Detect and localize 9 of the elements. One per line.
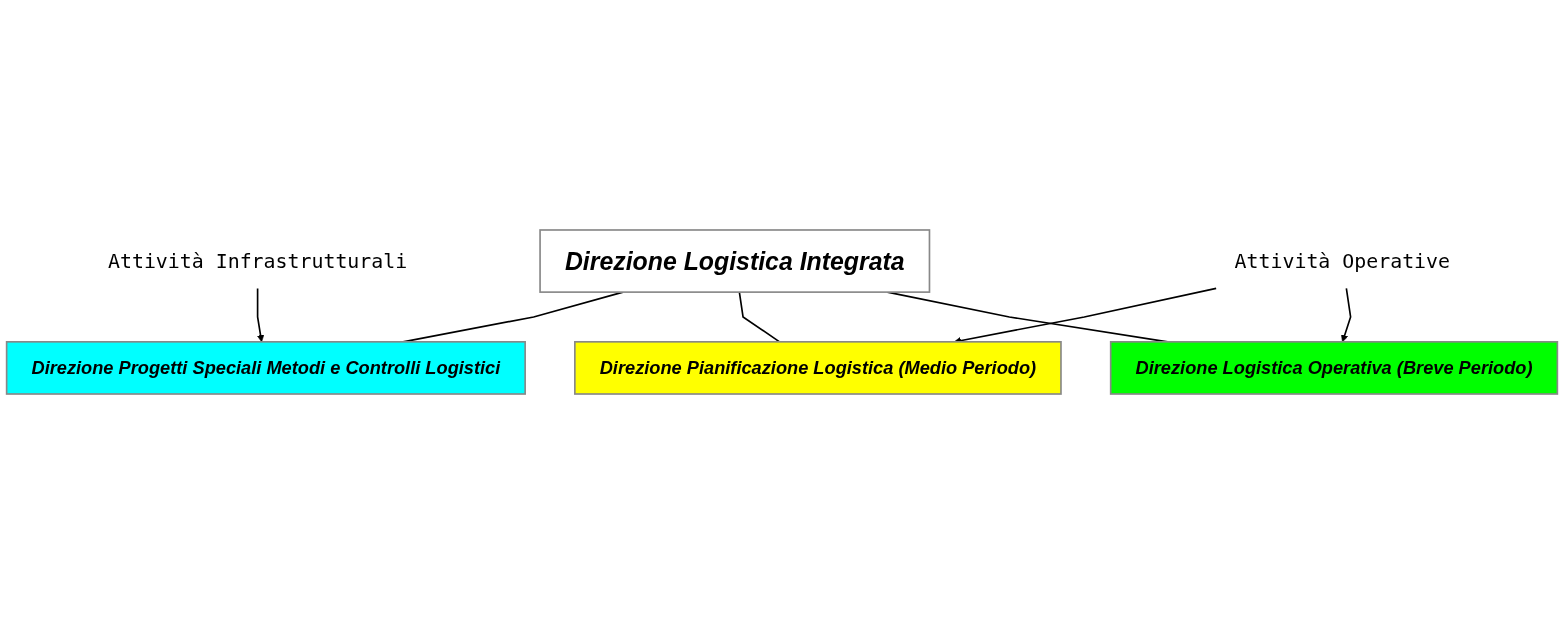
connector (738, 291, 781, 343)
node-text: Attività Infrastrutturali (107, 249, 408, 273)
node-box: Direzione Logistica Integrata (539, 229, 931, 293)
node-box: Direzione Logistica Operativa (Breve Periodo) (1109, 341, 1559, 395)
arrow (256, 287, 265, 343)
node-box: Direzione Pianificazione Logistica (Medio Periodo) (574, 341, 1062, 395)
arrow (1341, 287, 1352, 343)
node-box: Direzione Progetti Speciali Metodi e Controlli Logistici (5, 341, 526, 395)
node-text: Attività Operative (1234, 249, 1451, 273)
